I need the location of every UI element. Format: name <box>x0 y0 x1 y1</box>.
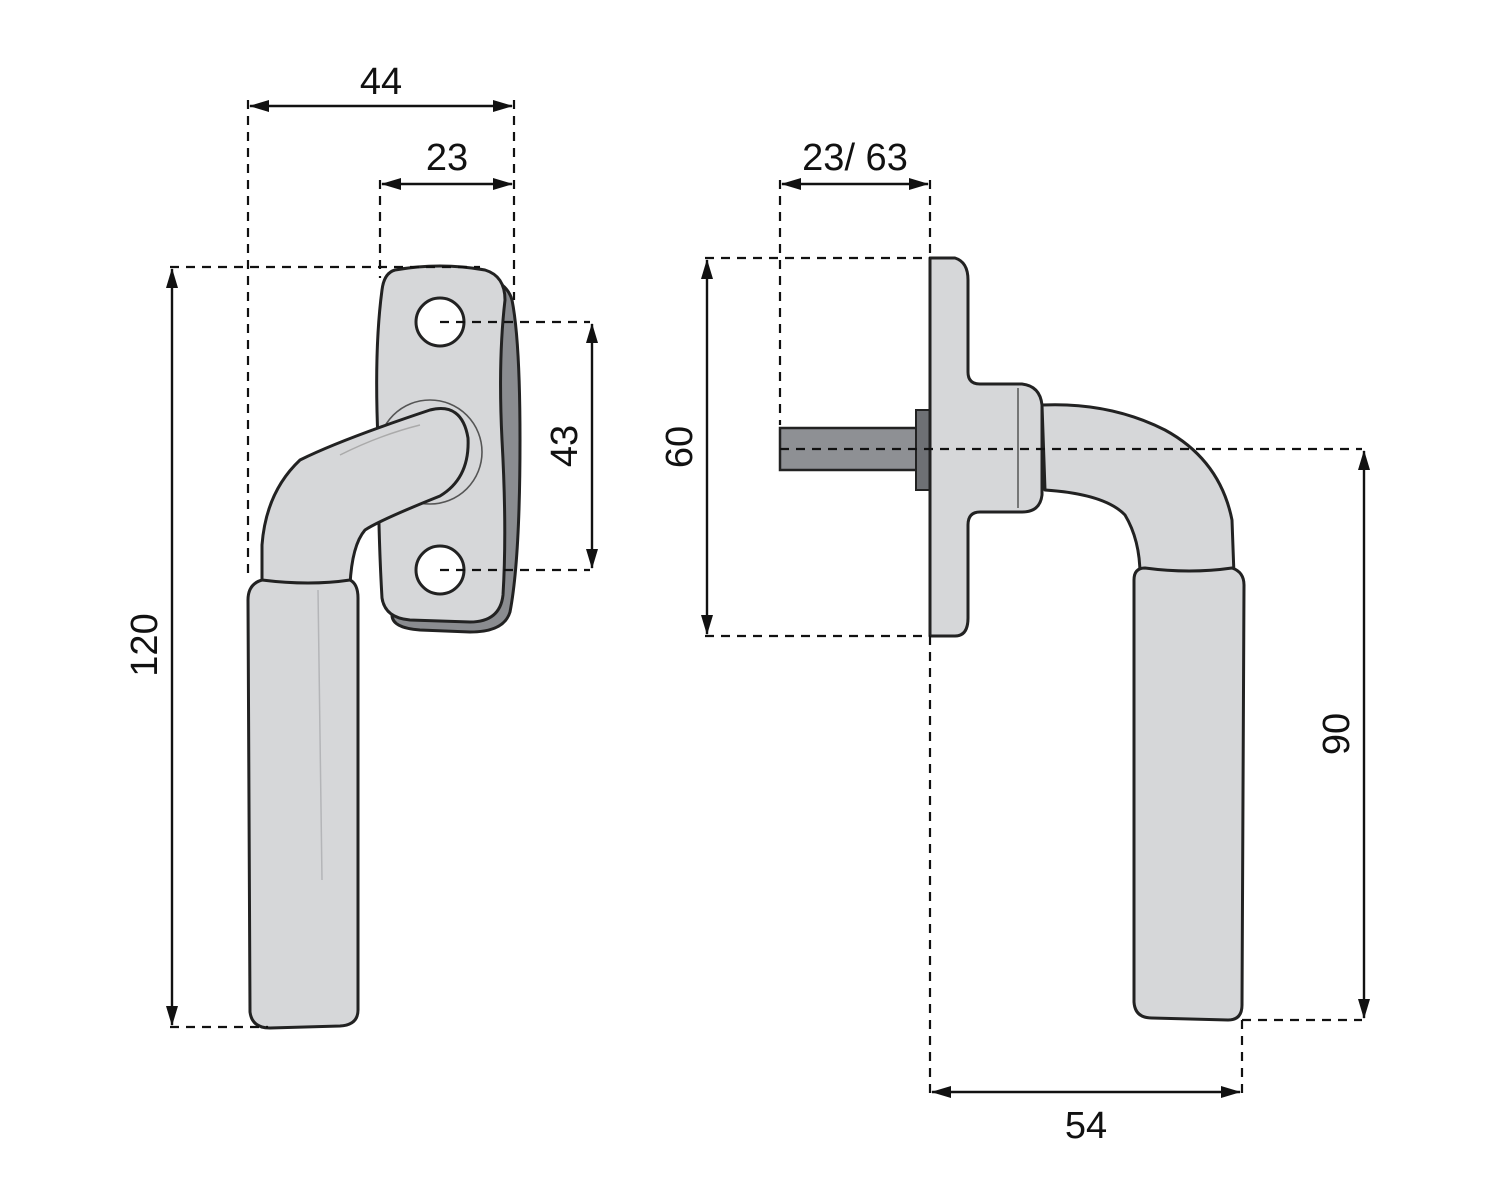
grip-highlight <box>317 589 323 881</box>
dim-label-43: 43 <box>544 425 586 467</box>
side-dimensions: 23/ 63 60 54 90 <box>659 137 1370 1147</box>
lever-arm <box>260 407 470 587</box>
dim-label-23: 23 <box>426 137 468 179</box>
front-view <box>246 264 522 1030</box>
rose-profile <box>928 256 1044 638</box>
dim-label-90: 90 <box>1316 713 1358 755</box>
side-view <box>778 256 1246 1022</box>
side-lever-arm <box>1040 403 1236 577</box>
dim-label-54: 54 <box>1065 1105 1107 1147</box>
arm-highlight <box>339 424 421 456</box>
dim-label-120: 120 <box>124 613 166 676</box>
dim-label-60: 60 <box>659 426 701 468</box>
dim-label-44: 44 <box>360 61 402 103</box>
front-dimensions: 44 23 120 43 <box>124 61 598 1029</box>
lever-grip <box>246 578 360 1030</box>
dim-label-23-63: 23/ 63 <box>802 137 908 179</box>
side-lever-grip <box>1132 566 1246 1022</box>
